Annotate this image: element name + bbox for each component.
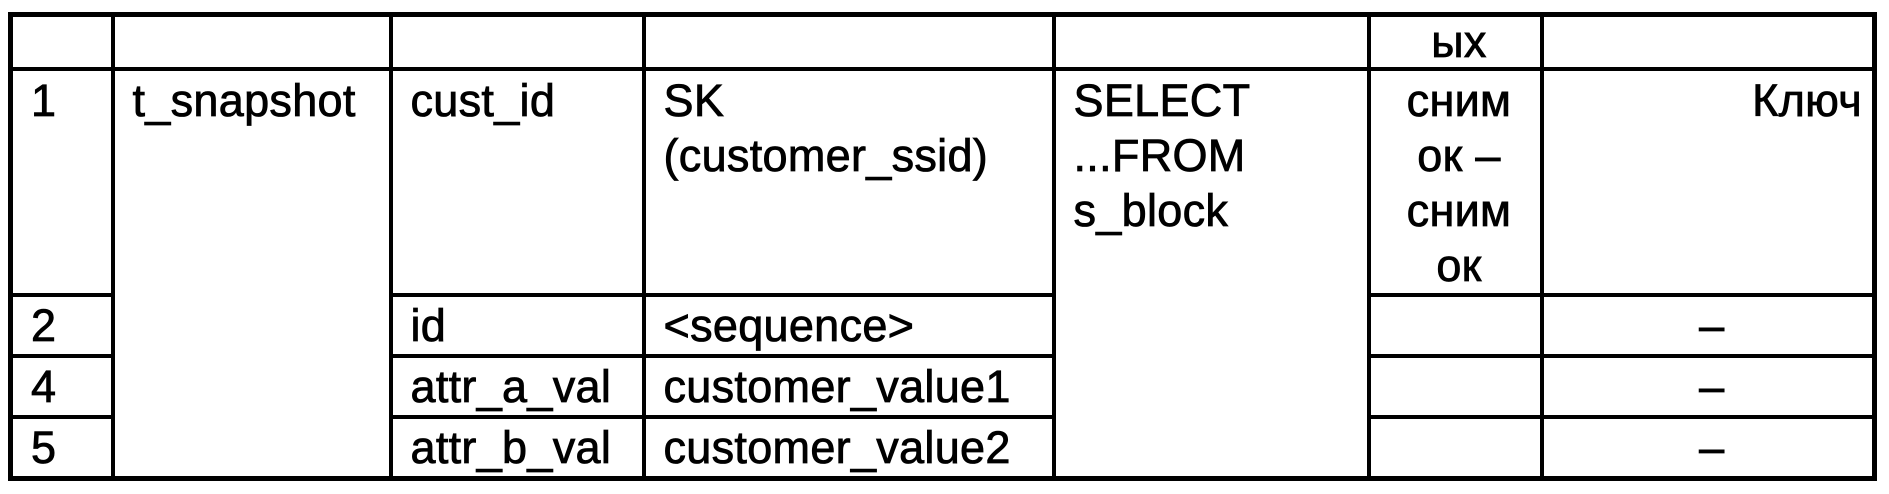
column-name-cell: id <box>388 293 646 358</box>
header-cell-snapshot: ых <box>1366 12 1544 71</box>
snapshot-diff-cell <box>1366 415 1544 480</box>
column-name-cell: attr_b_val <box>388 415 646 480</box>
header-cell <box>110 12 393 71</box>
value-source-cell: customer_value1 <box>641 354 1056 419</box>
table-name-cell: t_snapshot <box>110 67 393 480</box>
value-source-cell: SK (customer_ssid) <box>641 67 1056 297</box>
snapshot-diff-cell <box>1366 293 1544 358</box>
snapshot-diff-cell: сним ок – сним ок <box>1366 67 1544 297</box>
header-cell <box>1539 12 1877 71</box>
row-number-cell: 4 <box>8 354 115 419</box>
key-cell: – <box>1539 354 1877 419</box>
query-cell: SELECT ...FROM s_block <box>1051 67 1371 480</box>
row-number-cell: 1 <box>8 67 115 297</box>
key-cell: Ключ <box>1539 67 1877 297</box>
value-source-cell: customer_value2 <box>641 415 1056 480</box>
header-cell <box>641 12 1056 71</box>
truncated-header-row: ых <box>8 12 1877 71</box>
header-cell <box>388 12 646 71</box>
table-row: 2 id <sequence> – <box>8 293 1877 358</box>
table-row: 4 attr_a_val customer_value1 – <box>8 354 1877 419</box>
column-name-cell: cust_id <box>388 67 646 297</box>
value-source-cell: <sequence> <box>641 293 1056 358</box>
snapshot-diff-cell <box>1366 354 1544 419</box>
data-table: ых 1 t_snapshot cust_id SK (customer_ssi… <box>8 12 1877 481</box>
table-row: 1 t_snapshot cust_id SK (customer_ssid) … <box>8 67 1877 480</box>
key-cell: – <box>1539 293 1877 358</box>
header-cell <box>8 12 115 71</box>
row-number-cell: 5 <box>8 415 115 480</box>
key-cell: – <box>1539 415 1877 480</box>
table-row: 5 attr_b_val customer_value2 – <box>8 415 1877 480</box>
header-cell <box>1051 12 1371 71</box>
row-number-cell: 2 <box>8 293 115 358</box>
column-name-cell: attr_a_val <box>388 354 646 419</box>
